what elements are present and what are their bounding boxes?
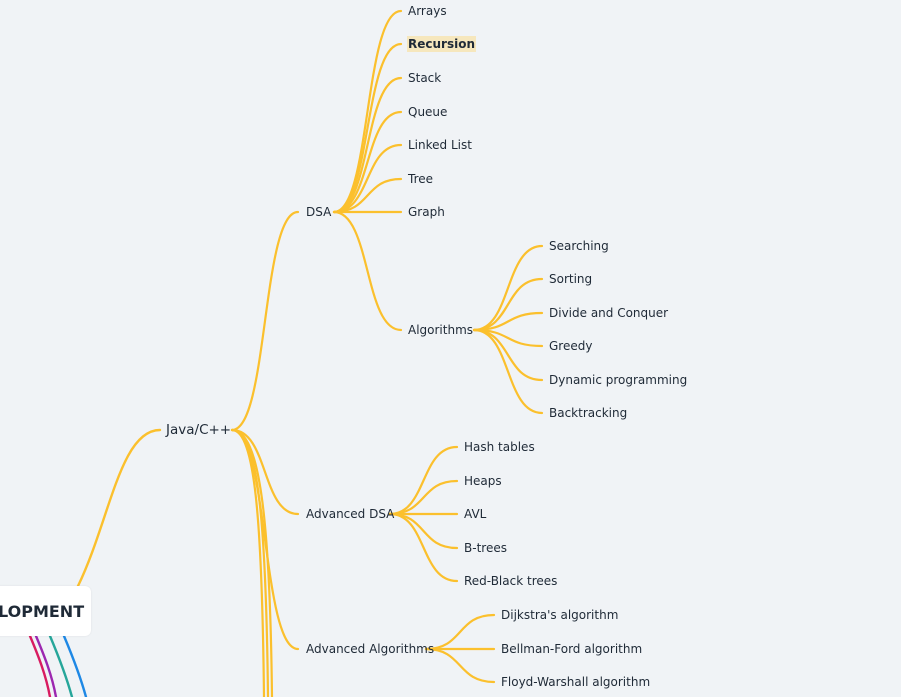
- node-greedy[interactable]: Greedy: [549, 339, 593, 353]
- edge-dsa-item-5: [332, 177, 403, 214]
- edge-advanced-dsa-item-4: [388, 512, 459, 583]
- edge-dsa-item-0: [332, 9, 403, 214]
- edge-algorithms-item-5: [472, 328, 544, 415]
- node-sorting[interactable]: Sorting: [549, 272, 593, 286]
- node-algorithms[interactable]: Algorithms: [408, 323, 474, 337]
- root-node-label: LOPMENT: [0, 601, 85, 621]
- node-arrays[interactable]: Arrays: [408, 4, 447, 18]
- node-red-black-trees[interactable]: Red-Black trees: [464, 574, 558, 588]
- node-searching[interactable]: Searching: [549, 239, 609, 253]
- node-dijkstra[interactable]: Dijkstra's algorithm: [501, 608, 619, 622]
- node-queue[interactable]: Queue: [408, 105, 448, 119]
- root-node[interactable]: LOPMENT: [0, 586, 91, 636]
- edge-root-java: [76, 428, 162, 588]
- edge-java-advanced-algorithms: [230, 428, 300, 651]
- edge-root-branch-teal: [48, 634, 74, 697]
- node-backtracking[interactable]: Backtracking: [549, 406, 628, 420]
- node-divide-and-conquer[interactable]: Divide and Conquer: [549, 306, 669, 320]
- edge-dsa-item-3: [332, 110, 403, 214]
- edge-root-branch-purple: [34, 634, 58, 697]
- node-java-cpp[interactable]: Java/C++: [166, 422, 232, 438]
- node-recursion[interactable]: Recursion: [407, 36, 476, 52]
- node-floyd-warshall[interactable]: Floyd-Warshall algorithm: [501, 675, 651, 689]
- edge-dsa-item-2: [332, 76, 403, 214]
- node-linked-list[interactable]: Linked List: [408, 138, 472, 152]
- node-graph[interactable]: Graph: [408, 205, 445, 219]
- node-avl[interactable]: AVL: [464, 507, 487, 521]
- node-dynamic-programming[interactable]: Dynamic programming: [549, 373, 688, 387]
- edge-dsa-algorithms: [332, 210, 403, 332]
- edge-dsa-item-4: [332, 143, 403, 214]
- edge-advanced-dsa-item-0: [388, 445, 459, 516]
- node-heaps[interactable]: Heaps: [464, 474, 502, 488]
- edge-java-advanced-dsa: [230, 428, 300, 516]
- node-hash-tables[interactable]: Hash tables: [464, 440, 535, 454]
- edge-root-branch-blue: [62, 634, 88, 697]
- node-advanced-dsa[interactable]: Advanced DSA: [306, 507, 395, 521]
- edge-root-branch-pink: [28, 634, 52, 697]
- node-tree[interactable]: Tree: [408, 172, 434, 186]
- edge-advanced-algorithms-item-2: [424, 647, 496, 684]
- node-bellman-ford[interactable]: Bellman-Ford algorithm: [501, 642, 643, 656]
- edge-advanced-dsa-item-3: [388, 512, 459, 550]
- edge-java-offscreen-1: [230, 428, 266, 697]
- node-stack[interactable]: Stack: [408, 71, 442, 85]
- edge-java-dsa: [230, 210, 300, 432]
- node-advanced-algorithms[interactable]: Advanced Algorithms: [306, 642, 435, 656]
- edge-advanced-dsa-item-1: [388, 479, 459, 516]
- edge-algorithms-item-0: [472, 244, 544, 332]
- edge-java-offscreen-3: [230, 428, 274, 697]
- edge-dsa-item-1: [332, 42, 403, 214]
- edge-advanced-algorithms-item-0: [424, 613, 496, 651]
- edge-algorithms-item-1: [472, 277, 544, 332]
- node-dsa[interactable]: DSA: [306, 205, 332, 219]
- node-b-trees[interactable]: B-trees: [464, 541, 507, 555]
